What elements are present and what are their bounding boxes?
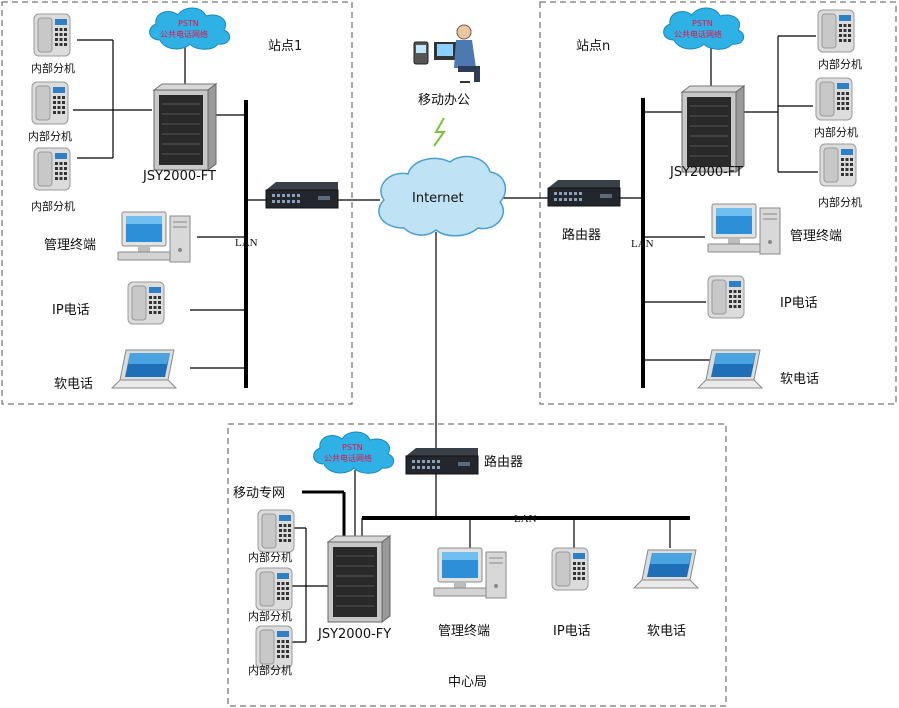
site1-title: 站点1: [268, 39, 302, 54]
server-label: JSY2000-FY: [317, 627, 391, 642]
internal-phone-1: [33, 13, 71, 57]
pc-icon: [433, 547, 507, 599]
svg-text:公共电话网络: 公共电话网络: [674, 29, 722, 39]
soft-phone-label: 软电话: [54, 377, 93, 392]
internal-phone-2: [815, 77, 853, 121]
internal-phone-3: [255, 625, 293, 669]
mobile-office: 移动办公: [413, 24, 480, 147]
internal-ext-label: 内部分机: [248, 550, 292, 564]
connection-lines: [73, 35, 818, 643]
internal-phone-3: [33, 147, 71, 191]
internal-phone-1: [817, 9, 855, 53]
ip-phone-icon: [707, 275, 745, 319]
laptop-icon: [697, 349, 763, 389]
siten-title: 站点n: [576, 39, 610, 54]
lan-label: LAN: [235, 237, 258, 249]
internal-ext-label: 内部分机: [31, 61, 75, 75]
svg-text:PSTN: PSTN: [178, 19, 199, 28]
server-label: JSY2000-FT: [669, 165, 743, 180]
ip-phone-label: IP电话: [553, 624, 591, 639]
internal-phone-2: [255, 567, 293, 611]
internal-ext-label: 内部分机: [818, 195, 862, 209]
internet-cloud: Internet: [378, 155, 507, 237]
pbx-server-icon: [153, 83, 217, 171]
pstn-cloud: PSTN 公共电话网络: [663, 7, 745, 50]
siten-boundary: [539, 1, 897, 405]
mobile-worker-icon: [413, 24, 480, 83]
siten: 站点n PSTN 公共电话网络 JSY2000-FT 内部分机 内部分机 内部分…: [547, 7, 862, 389]
router-label: 路由器: [562, 227, 601, 243]
pbx-server-icon: [681, 85, 745, 173]
server-label: JSY2000-FT: [142, 169, 216, 184]
mobile-office-label: 移动办公: [418, 93, 470, 108]
site1-boundary: [1, 1, 353, 405]
internal-phone-2: [31, 81, 69, 125]
internal-ext-label: 内部分机: [28, 129, 72, 143]
laptop-icon: [633, 549, 699, 589]
router-label: 路由器: [484, 454, 523, 470]
mgmt-terminal-label: 管理终端: [438, 623, 490, 639]
internet-label: Internet: [412, 191, 464, 206]
router-icon: [547, 179, 621, 207]
mgmt-terminal-label: 管理终端: [44, 237, 96, 253]
laptop-icon: [111, 349, 177, 389]
ip-phone-icon: [551, 547, 589, 591]
svg-text:PSTN: PSTN: [342, 443, 363, 452]
ip-phone-icon: [127, 281, 165, 325]
router-icon: [265, 181, 339, 209]
internal-phone-3: [819, 143, 857, 187]
mobile-net-label: 移动专网: [233, 486, 285, 501]
wireless-signal-icon: [433, 117, 446, 147]
center-title: 中心局: [448, 675, 487, 690]
pstn-cloud: PSTN 公共电话网络: [313, 431, 395, 474]
mgmt-terminal-label: 管理终端: [790, 228, 842, 244]
lan-label: LAN: [514, 513, 537, 525]
internal-phone-1: [257, 509, 295, 553]
pstn-cloud: PSTN 公共电话网络: [149, 7, 231, 50]
svg-text:PSTN: PSTN: [692, 19, 713, 28]
internal-ext-label: 内部分机: [248, 609, 292, 623]
ip-phone-label: IP电话: [780, 296, 818, 311]
pbx-server-icon: [327, 535, 391, 623]
soft-phone-label: 软电话: [647, 624, 686, 639]
soft-phone-label: 软电话: [780, 372, 819, 387]
internal-ext-label: 内部分机: [814, 125, 858, 139]
svg-text:公共电话网络: 公共电话网络: [324, 453, 372, 463]
internal-ext-label: 内部分机: [248, 663, 292, 677]
internal-ext-label: 内部分机: [818, 57, 862, 71]
site1: 内部分机 内部分机 内部分机 PSTN 公共电话网络 JSY2000-FT 站点…: [28, 7, 339, 392]
pc-icon: [117, 211, 191, 263]
pc-icon: [707, 203, 781, 255]
router-icon: [405, 447, 479, 475]
center-office: PSTN 公共电话网络 路由器 移动专网 内部分机 内部分机 内部分机 JSY2…: [233, 431, 699, 690]
lan-label: LAN: [631, 238, 654, 250]
svg-text:公共电话网络: 公共电话网络: [160, 29, 208, 39]
internal-ext-label: 内部分机: [31, 199, 75, 213]
ip-phone-label: IP电话: [52, 303, 90, 318]
